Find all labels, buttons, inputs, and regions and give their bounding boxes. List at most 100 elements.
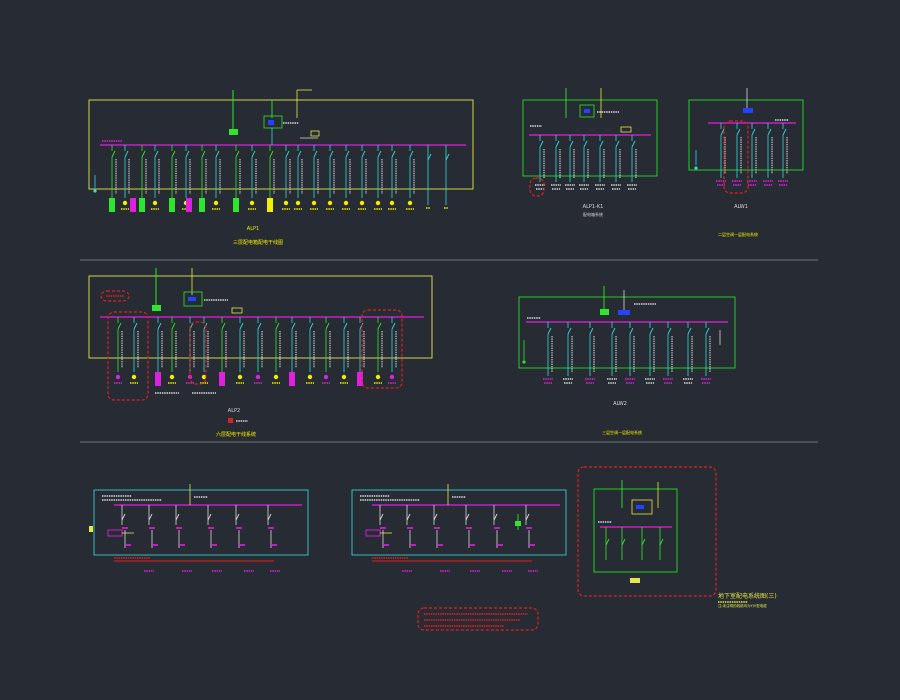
load-block <box>109 198 115 212</box>
switch-icon <box>251 150 256 158</box>
switch-icon <box>257 322 262 330</box>
feeder-circuit <box>289 317 297 386</box>
switch-icon <box>409 150 414 158</box>
switch-icon <box>379 513 384 521</box>
meter-icon <box>579 104 595 118</box>
load-block <box>169 198 175 212</box>
feeder-circuit <box>732 123 742 186</box>
breaker-icon <box>107 529 123 537</box>
revision-note <box>417 607 539 631</box>
switch-icon <box>171 150 176 158</box>
switch-icon <box>297 150 302 158</box>
load-dot <box>131 374 137 380</box>
meter-icon <box>188 297 196 301</box>
drawing-panels-layer <box>88 88 804 631</box>
load-dot <box>93 189 97 193</box>
meter-icon <box>743 108 753 113</box>
feeder-circuit <box>683 322 693 384</box>
feeder-circuit <box>607 322 617 384</box>
switch-icon <box>377 322 382 330</box>
feeder-circuit <box>579 135 589 190</box>
incoming-box <box>229 129 238 135</box>
switch-icon <box>141 150 146 158</box>
load-dot <box>522 360 526 364</box>
switch-icon <box>148 513 153 521</box>
switch-icon <box>736 128 741 136</box>
load-dot <box>273 374 279 380</box>
load-block <box>630 578 640 583</box>
load-dot <box>694 166 698 170</box>
revision-cloud-icon <box>577 466 717 597</box>
switch-icon <box>275 322 280 330</box>
incoming-box <box>152 305 161 311</box>
feeder-circuit <box>611 135 621 190</box>
switch-icon <box>235 513 240 521</box>
load-block <box>130 198 136 212</box>
feeder-circuit <box>388 317 397 384</box>
load-dot <box>115 374 121 380</box>
panel-frame <box>88 99 474 190</box>
revision-cloud-icon <box>361 309 403 389</box>
incoming-box <box>600 309 609 315</box>
switch-icon <box>667 327 672 335</box>
switch-icon <box>117 322 122 330</box>
load-dot <box>359 200 365 206</box>
panel-7-diagram <box>351 484 567 572</box>
switch-icon <box>221 322 226 330</box>
breaker-icon <box>310 130 320 137</box>
switch-icon <box>309 322 314 330</box>
feeder-circuit <box>358 145 367 210</box>
switch-icon <box>185 150 190 158</box>
switch-icon <box>751 128 756 136</box>
switch-icon <box>615 140 620 148</box>
switch-icon <box>157 322 162 330</box>
load-block <box>357 372 363 386</box>
meter-icon <box>631 499 653 515</box>
switch-icon <box>329 150 334 158</box>
switch-icon <box>465 513 470 521</box>
terminal-mark <box>515 521 521 526</box>
load-dot <box>169 374 175 380</box>
switch-icon <box>391 322 396 330</box>
switch-icon <box>201 150 206 158</box>
drawing-text-layer: ALP1 三层配电箱配电干线图 ALP1-K1 配电箱系统 ALW1 二层空调一… <box>216 204 777 608</box>
panel-frame <box>593 488 678 573</box>
feeder-circuit <box>645 322 655 384</box>
load-dot <box>255 374 261 380</box>
panel-3-title: 二层空调一层配电系统 <box>718 231 758 237</box>
switch-icon <box>493 513 498 521</box>
feeder-circuit <box>551 135 561 190</box>
load-dot <box>295 200 301 206</box>
feeder-circuit <box>212 145 221 210</box>
panel-8-diagram <box>577 466 748 603</box>
switch-icon <box>605 538 610 546</box>
feeder-circuit <box>267 145 275 212</box>
feeder-circuit <box>121 145 130 210</box>
load-dot <box>407 200 413 206</box>
load-dot <box>343 200 349 206</box>
load-block <box>267 198 273 212</box>
load-dot <box>201 374 207 380</box>
feeder-circuit <box>233 145 241 212</box>
load-dot <box>389 374 395 380</box>
feeder-circuit <box>342 145 351 210</box>
feeder-circuit <box>114 317 123 384</box>
feeder-circuit <box>406 145 415 210</box>
panel-4-tag: ALP2 <box>228 408 240 414</box>
load-block <box>289 372 295 386</box>
panel-8-note: 注:未注明的线缆均为YJV型电缆 <box>718 603 767 608</box>
meter-icon <box>263 115 283 129</box>
breaker-icon <box>365 529 381 537</box>
feeder-circuit <box>535 135 545 190</box>
feeder-circuit <box>322 317 331 384</box>
panel-frame <box>93 489 309 556</box>
breaker-icon <box>231 307 243 314</box>
load-dot <box>327 200 333 206</box>
feeder-circuit <box>199 145 207 212</box>
switch-icon <box>629 327 634 335</box>
feeder-circuit <box>563 322 573 384</box>
switch-icon <box>285 150 290 158</box>
switch-icon <box>133 322 138 330</box>
switch-icon <box>611 327 616 335</box>
